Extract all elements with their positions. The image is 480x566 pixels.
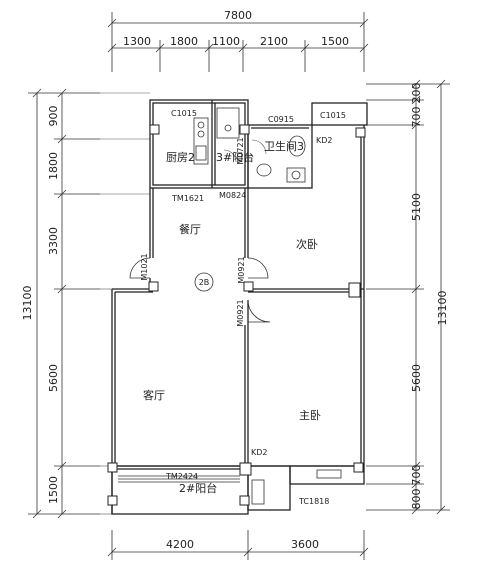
room-balcony-2: 2#阳台 — [179, 481, 217, 495]
code-tm2424: TM2424 — [165, 472, 198, 481]
right-dimension-chain: 13100 200 700 5100 5600 700 800 — [366, 79, 450, 515]
dim-bottom-seg-2: 3600 — [291, 538, 319, 551]
left-dimension-chain: 13100 900 1800 3300 5600 1500 — [21, 88, 100, 519]
code-m0921-lower: M0921 — [236, 299, 245, 326]
axis-lines — [100, 92, 150, 515]
dim-right-seg-4: 5600 — [410, 364, 423, 392]
room-master-bedroom: 主卧 — [299, 409, 321, 422]
dim-bottom-seg-1: 4200 — [166, 538, 194, 551]
dim-left-total: 13100 — [21, 286, 34, 321]
code-tm1621: TM1621 — [171, 194, 204, 203]
room-second-bedroom: 次卧 — [296, 237, 318, 251]
dim-right-total: 13100 — [436, 291, 449, 326]
room-bathroom: 卫生间3 — [264, 139, 304, 153]
code-kd2-bottom: KD2 — [251, 448, 268, 457]
dim-top-total: 7800 — [224, 9, 252, 22]
dim-left-seg-5: 1500 — [47, 476, 60, 504]
code-kd2-top: KD2 — [316, 136, 333, 145]
code-c0915: C0915 — [268, 115, 294, 124]
top-dimension-chain: 7800 1300 1800 1100 2100 1500 — [107, 9, 369, 72]
dim-top-seg-1: 1300 — [123, 35, 151, 48]
dim-right-seg-1: 200 — [410, 83, 423, 104]
door-swings — [129, 139, 271, 323]
dim-right-seg-3: 5100 — [410, 193, 423, 221]
code-m1021: M1021 — [140, 253, 149, 280]
dim-right-seg-5: 700 — [410, 465, 423, 486]
room-dining: 餐厅 — [179, 222, 201, 236]
dim-top-seg-3: 1100 — [212, 35, 240, 48]
code-c1015-right: C1015 — [320, 111, 346, 120]
unit-tag-label: 2B — [199, 278, 210, 287]
room-balcony-3: 3#阳台 — [216, 150, 254, 164]
room-kitchen: 厨房2 — [166, 151, 195, 164]
bottom-dimension-chain: 4200 3600 — [107, 530, 369, 560]
room-living: 客厅 — [143, 388, 165, 402]
dim-top-seg-4: 2100 — [260, 35, 288, 48]
dim-right-seg-6: 800 — [410, 489, 423, 510]
dim-top-seg-5: 1500 — [321, 35, 349, 48]
code-tc1818: TC1818 — [298, 497, 329, 506]
dim-left-seg-1: 900 — [47, 106, 60, 127]
code-m0824: M0824 — [219, 191, 246, 200]
dim-left-seg-3: 3300 — [47, 227, 60, 255]
walls — [111, 99, 368, 515]
dim-right-seg-2: 700 — [410, 107, 423, 128]
unit-tag-circle — [194, 272, 214, 292]
dim-left-seg-2: 1800 — [47, 152, 60, 180]
dim-left-seg-4: 5600 — [47, 364, 60, 392]
fixtures — [193, 107, 306, 183]
code-m0721: M0721 — [236, 137, 245, 164]
code-c1015-kitchen: C1015 — [171, 109, 197, 118]
code-m0921-upper: M0921 — [237, 256, 246, 283]
dim-top-seg-2: 1800 — [170, 35, 198, 48]
columns — [107, 124, 366, 506]
